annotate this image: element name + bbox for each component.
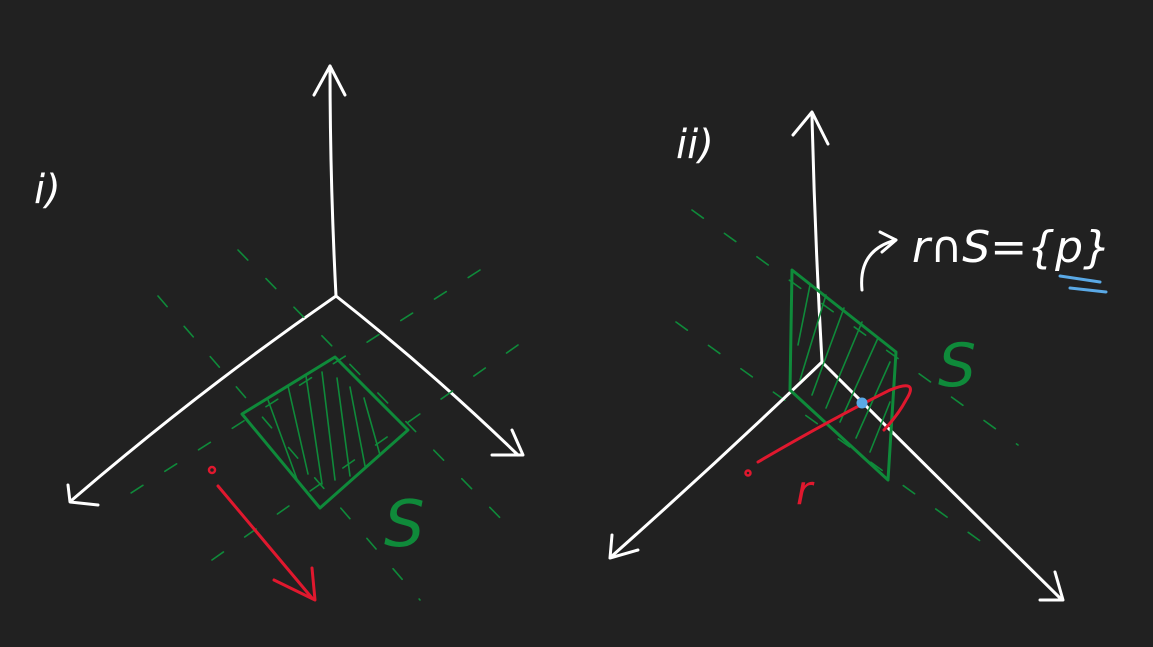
panel-ii-hatch-5 [839,337,879,423]
panel-i-guide-1 [157,295,421,601]
panel-i-label: i) [34,167,61,213]
panel-ii-y-arrowhead-icon [1038,570,1065,602]
panel-i: i) [34,64,525,602]
panel-i-guide-3 [119,269,481,501]
panel-i-set-S: S [240,355,425,562]
panel-i-y-axis [334,294,520,457]
panel-ii-hatch-3 [811,307,845,396]
panel-i-line-r [207,465,317,602]
panel-i-y-arrowhead-icon [490,428,525,457]
panel-i-hatch-7 [363,397,381,456]
panel-ii-x-axis [610,360,824,558]
panel-i-plane-guides [119,249,519,601]
panel-ii-hatch-4 [825,321,863,409]
panel-i-hatch-2 [287,385,309,475]
panel-i-x-arrowhead-icon [66,483,100,507]
panel-i-set-label: S [384,488,425,562]
panel-ii-red-line [756,384,912,464]
panel-ii-hatch-1 [797,284,811,346]
panel-i-hatch-3 [305,375,323,485]
panel-i-red-arrowhead-icon [272,566,317,602]
panel-ii-x-arrowhead-icon [608,533,640,560]
panel-i-hatch-6 [349,386,366,467]
panel-ii-callout-arrowhead-icon [878,230,898,254]
panel-ii-set-S: S [788,268,976,482]
panel-ii-guide-2 [675,321,991,549]
panel-i-hatch-4 [321,371,336,481]
panel-ii-hatch-7 [869,401,891,453]
panel-ii-line-label: r [796,468,815,514]
panel-ii-line-r: r [744,384,912,514]
panel-ii: ii) [608,110,1111,602]
panel-ii-underline-2 [1068,286,1108,294]
panel-i-hatch-5 [336,377,351,477]
panel-ii-equation: r∩S={p} [912,222,1111,273]
panel-i-line-start-dot [207,465,217,475]
panel-ii-z-arrowhead-icon [791,110,830,146]
panel-ii-z-axis [810,114,824,364]
panel-ii-callout-arrow [860,238,898,292]
panel-ii-hatch-2 [799,294,827,381]
panel-ii-axes [608,110,1065,602]
panel-i-guide-4 [211,344,519,561]
panel-i-red-line [216,484,314,600]
panel-i-axes [66,64,525,507]
panel-ii-underline-1 [1058,274,1102,284]
panel-i-z-arrowhead-icon [312,64,347,97]
panel-i-x-axis [70,294,338,502]
panel-i-hatch-1 [267,399,299,483]
panel-i-guide-2 [237,249,511,529]
panel-ii-set-label: S [938,331,976,401]
panel-ii-plane-guides [675,209,1019,549]
panel-i-z-axis [328,64,338,298]
panel-ii-line-start-dot [744,469,752,477]
panel-ii-point-p [856,397,868,409]
panel-ii-label: ii) [676,122,714,168]
panel-ii-equation-callout: r∩S={p} [860,222,1111,294]
panel-i-square-S [240,355,410,510]
panel-ii-guide-1 [691,209,1019,446]
